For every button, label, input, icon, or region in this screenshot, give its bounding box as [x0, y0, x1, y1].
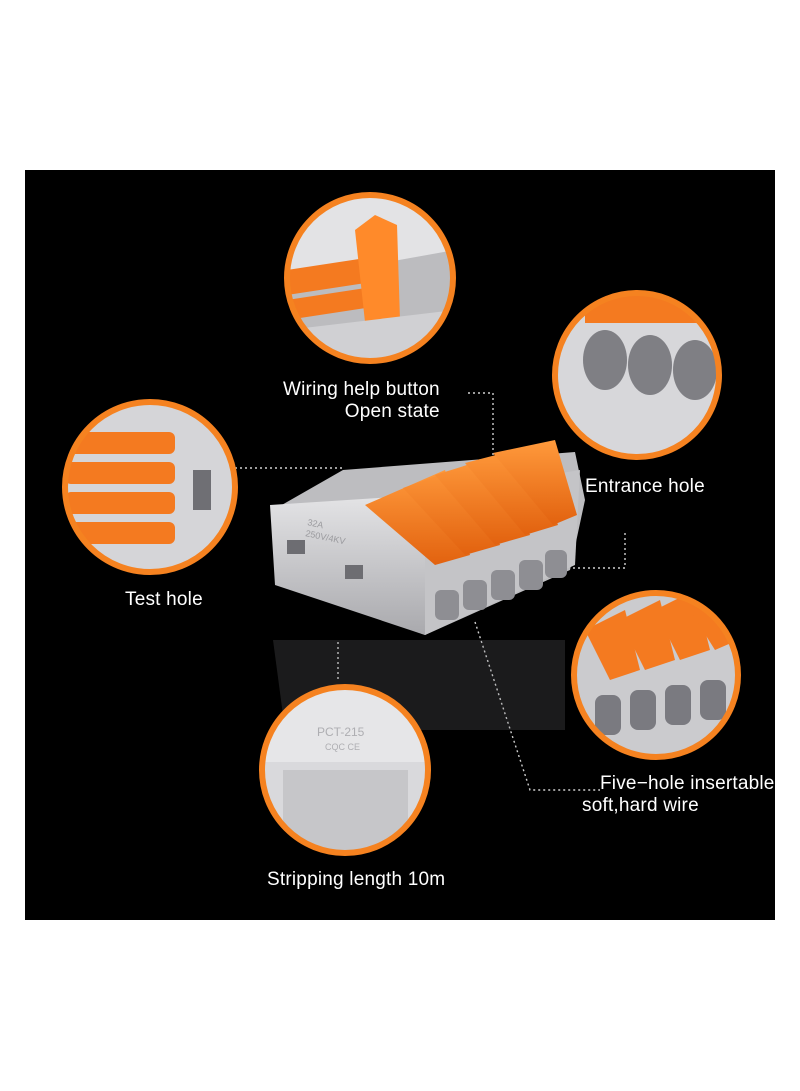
five-hole-line-1: Five−hole insertable — [600, 773, 775, 794]
product-infographic-panel: PCT-215 CQC CE 32A 250V/4KV Wiring help … — [25, 170, 775, 920]
cert-marking: CQC CE — [325, 742, 360, 752]
model-marking: PCT-215 — [317, 725, 365, 739]
stripping-length-label: Stripping length 10m — [267, 869, 446, 890]
five-hole-line-2: soft,hard wire — [582, 795, 699, 816]
wiring-help-line-1: Wiring help button — [283, 379, 440, 400]
rating-marking: 32A — [307, 517, 325, 530]
connector-illustration: PCT-215 CQC CE 32A 250V/4KV — [62, 192, 741, 856]
test-hole-label: Test hole — [125, 589, 203, 610]
detail-stripping-length: PCT-215 CQC CE — [262, 687, 428, 853]
detail-test-hole — [65, 402, 235, 572]
five-hole-label: Five−hole insertable soft,hard wire — [582, 773, 775, 817]
detail-five-hole — [574, 593, 738, 757]
entrance-hole-label: Entrance hole — [585, 476, 705, 497]
wiring-help-line-2: Open state — [344, 401, 440, 422]
leader-lines — [230, 392, 626, 791]
wiring-help-label: Wiring help button Open state — [283, 379, 440, 423]
main-connector — [270, 440, 585, 635]
detail-entrance-hole — [555, 293, 719, 457]
